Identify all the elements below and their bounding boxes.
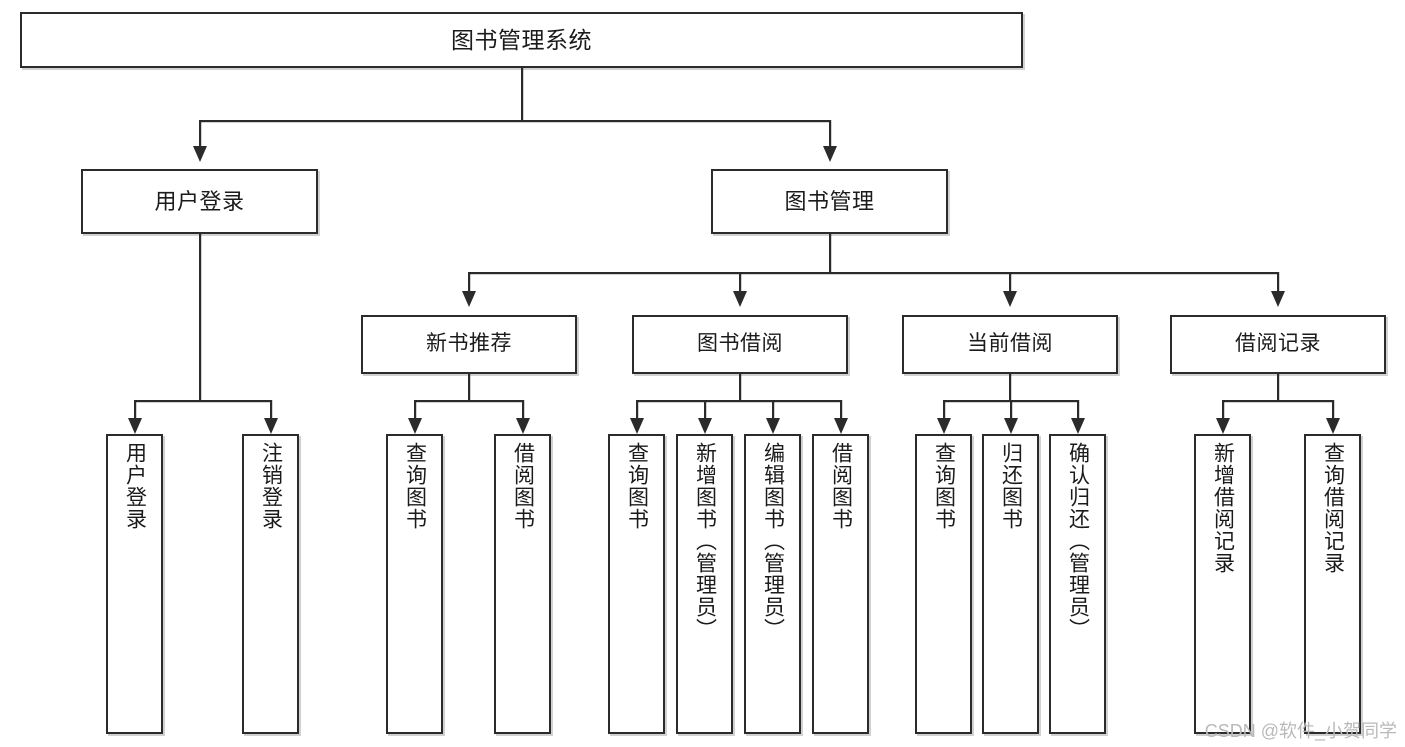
arrowhead-to-user-login	[193, 146, 207, 162]
arrowhead-current-borrow-leaf-2	[1004, 418, 1018, 434]
leaf-book-borrow-3[interactable]: 编辑图书（管理员）	[744, 434, 801, 734]
node-borrow-record[interactable]: 借阅记录	[1170, 315, 1386, 374]
arrowhead-new-book-leaf-1	[408, 418, 422, 434]
node-label: 编辑图书（管理员）	[761, 442, 785, 640]
connector-book-borrow-branch-3	[772, 400, 774, 422]
connector-new-book-bus	[414, 400, 524, 402]
connector-book-manage-stem	[829, 234, 831, 274]
leaf-book-borrow-4[interactable]: 借阅图书	[812, 434, 869, 734]
connector-current-borrow-stem	[1009, 374, 1011, 402]
arrowhead-current-borrow-leaf-1	[937, 418, 951, 434]
leaf-current-borrow-1[interactable]: 查询图书	[915, 434, 972, 734]
watermark-text: CSDN @软件_小贺同学	[1204, 721, 1397, 741]
node-user-login[interactable]: 用户登录	[81, 169, 318, 234]
arrowhead-user-login-leaf-1	[128, 418, 142, 434]
node-label: 查询借阅记录	[1321, 442, 1345, 574]
node-label: 注销登录	[259, 442, 283, 530]
connector-borrow-record-branch-1	[1222, 400, 1224, 422]
node-label: 图书管理	[784, 188, 875, 214]
connector-new-book-stem	[468, 374, 470, 402]
node-label: 借阅图书	[511, 442, 535, 530]
connector-new-book-branch-2	[522, 400, 524, 422]
connector-book-borrow-branch-4	[840, 400, 842, 422]
connector-borrow-record-branch-2	[1332, 400, 1334, 422]
connector-root-stem	[521, 68, 523, 120]
arrowhead-user-login-leaf-2	[264, 418, 278, 434]
connector-current-borrow-branch-3	[1077, 400, 1079, 422]
arrowhead-current-borrow-leaf-3	[1071, 418, 1085, 434]
node-label: 查询图书	[403, 442, 427, 530]
node-label: 图书借阅	[697, 332, 783, 356]
arrowhead-book-borrow-leaf-4	[834, 418, 848, 434]
node-current-borrow[interactable]: 当前借阅	[902, 315, 1118, 374]
arrowhead-book-borrow-leaf-3	[766, 418, 780, 434]
arrowhead-book-borrow-leaf-1	[630, 418, 644, 434]
connector-root-to-book-manage	[829, 120, 831, 148]
connector-level3-bus	[468, 272, 1279, 274]
arrowhead-borrow-record-leaf-1	[1216, 418, 1230, 434]
node-label: 借阅图书	[829, 442, 853, 530]
arrowhead-new-book	[462, 291, 476, 307]
connector-root-bus	[199, 120, 831, 122]
connector-book-borrow-branch-2	[704, 400, 706, 422]
node-root-system[interactable]: 图书管理系统	[20, 12, 1023, 68]
node-label: 新增借阅记录	[1211, 442, 1235, 574]
connector-book-borrow-branch-1	[636, 400, 638, 422]
node-label: 查询图书	[625, 442, 649, 530]
arrowhead-current-borrow	[1003, 291, 1017, 307]
node-label: 图书管理系统	[451, 26, 592, 53]
connector-user-login-branch-2	[270, 400, 272, 422]
node-label: 用户登录	[123, 442, 147, 530]
node-label: 归还图书	[999, 442, 1023, 530]
node-book-borrow[interactable]: 图书借阅	[632, 315, 848, 374]
connector-user-login-stem	[199, 234, 201, 402]
leaf-current-borrow-3[interactable]: 确认归还（管理员）	[1049, 434, 1106, 734]
connector-to-borrow-record	[1277, 272, 1279, 294]
node-book-management[interactable]: 图书管理	[711, 169, 948, 234]
node-label: 确认归还（管理员）	[1066, 442, 1090, 640]
leaf-new-book-2[interactable]: 借阅图书	[494, 434, 551, 734]
arrowhead-new-book-leaf-2	[516, 418, 530, 434]
connector-borrow-record-bus	[1222, 400, 1334, 402]
leaf-borrow-record-2[interactable]: 查询借阅记录	[1304, 434, 1361, 734]
node-label: 新书推荐	[426, 332, 512, 356]
arrowhead-book-borrow	[733, 291, 747, 307]
leaf-new-book-1[interactable]: 查询图书	[386, 434, 443, 734]
node-label: 用户登录	[154, 188, 245, 214]
connector-current-borrow-branch-2	[1010, 400, 1012, 422]
connector-user-login-bus	[134, 400, 272, 402]
connector-to-book-borrow	[739, 272, 741, 294]
arrowhead-book-borrow-leaf-2	[698, 418, 712, 434]
connector-borrow-record-stem	[1277, 374, 1279, 402]
leaf-book-borrow-1[interactable]: 查询图书	[608, 434, 665, 734]
leaf-borrow-record-1[interactable]: 新增借阅记录	[1194, 434, 1251, 734]
leaf-user-login-1[interactable]: 用户登录	[106, 434, 163, 734]
node-label: 查询图书	[932, 442, 956, 530]
leaf-user-login-2[interactable]: 注销登录	[242, 434, 299, 734]
connector-user-login-branch-1	[134, 400, 136, 422]
node-new-book-recommend[interactable]: 新书推荐	[361, 315, 577, 374]
connector-book-borrow-stem	[739, 374, 741, 402]
arrowhead-borrow-record-leaf-2	[1326, 418, 1340, 434]
connector-current-borrow-branch-1	[943, 400, 945, 422]
arrowhead-to-book-manage	[823, 146, 837, 162]
leaf-current-borrow-2[interactable]: 归还图书	[982, 434, 1039, 734]
node-label: 新增图书（管理员）	[693, 442, 717, 640]
connector-to-new-book	[468, 272, 470, 294]
connector-new-book-branch-1	[414, 400, 416, 422]
node-label: 借阅记录	[1235, 332, 1321, 356]
connector-book-borrow-bus	[636, 400, 842, 402]
leaf-book-borrow-2[interactable]: 新增图书（管理员）	[676, 434, 733, 734]
arrowhead-borrow-record	[1271, 291, 1285, 307]
connector-root-to-user-login	[199, 120, 201, 148]
node-label: 当前借阅	[967, 332, 1053, 356]
connector-to-current-borrow	[1009, 272, 1011, 294]
